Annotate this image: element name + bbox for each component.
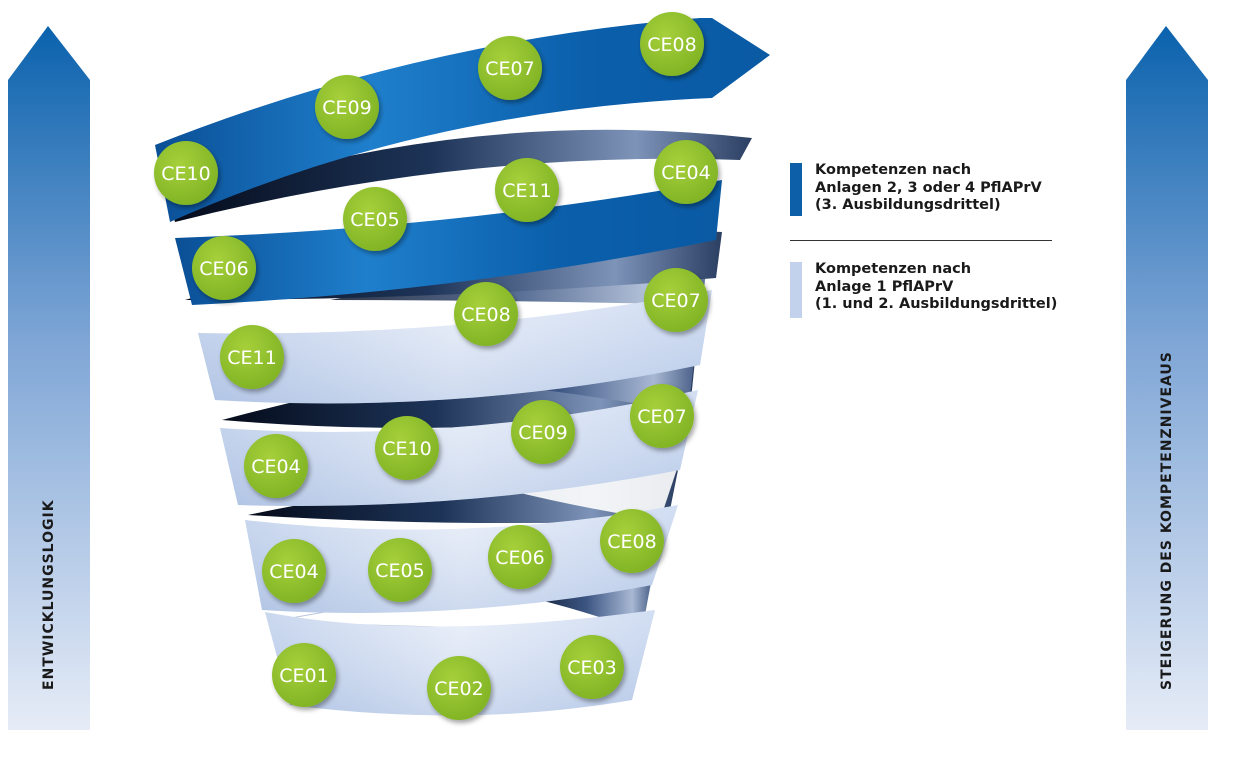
- badge-circle: [375, 416, 439, 480]
- badge-label: CE05: [375, 560, 424, 582]
- inner-surface: [170, 129, 752, 222]
- legend-swatch-dark: [790, 163, 802, 216]
- badge-ce04: CE04: [244, 434, 308, 498]
- badge-label: CE09: [322, 97, 371, 119]
- badge-circle: [560, 635, 624, 699]
- legend-entry-dark: Kompetenzen nach Anlagen 2, 3 oder 4 Pfl…: [815, 162, 1042, 215]
- badge-circle: [478, 36, 542, 100]
- badge-label: CE07: [637, 406, 686, 428]
- badge-label: CE07: [651, 290, 700, 312]
- badge-circle: [654, 140, 718, 204]
- badge-circle: [343, 187, 407, 251]
- badge-label: CE06: [199, 258, 248, 280]
- badge-ce06: CE06: [488, 525, 552, 589]
- legend-line: Kompetenzen nach: [815, 162, 972, 178]
- badge-ce01: CE01: [272, 643, 336, 707]
- badge-ce10: CE10: [375, 416, 439, 480]
- badge-label: CE11: [227, 347, 276, 369]
- badge-ce09: CE09: [511, 400, 575, 464]
- right-arrow-shape: [1126, 26, 1208, 730]
- band-level-7: [155, 18, 770, 222]
- badge-ce02: CE02: [427, 656, 491, 720]
- badge-ce11: CE11: [495, 158, 559, 222]
- badge-circle: [368, 538, 432, 602]
- badge-ce07: CE07: [478, 36, 542, 100]
- badge-ce07: CE07: [644, 268, 708, 332]
- badge-label: CE04: [661, 162, 710, 184]
- badge-label: CE04: [251, 456, 300, 478]
- badge-ce11: CE11: [220, 325, 284, 389]
- badge-ce07: CE07: [630, 384, 694, 448]
- left-arrow-shape: [8, 26, 90, 730]
- badge-circle: [427, 656, 491, 720]
- badge-circle: [454, 282, 518, 346]
- badge-circle: [600, 509, 664, 573]
- legend-divider: [790, 240, 1052, 241]
- spiral-funnel: [155, 18, 770, 716]
- badge-label: CE05: [350, 209, 399, 231]
- badge-circle: [495, 158, 559, 222]
- badge-label: CE07: [485, 58, 534, 80]
- badge-label: CE06: [495, 547, 544, 569]
- badge-ce05: CE05: [343, 187, 407, 251]
- legend-line: (3. Ausbildungsdrittel): [815, 197, 1001, 213]
- badge-label: CE02: [434, 678, 483, 700]
- badge-label: CE04: [269, 561, 318, 583]
- left-arrow-label: ENTWICKLUNGSLOGIK: [41, 499, 57, 690]
- badge-circle: [192, 236, 256, 300]
- badge-label: CE08: [607, 531, 656, 553]
- badge-ce03: CE03: [560, 635, 624, 699]
- badge-circle: [244, 434, 308, 498]
- badge-ce04: CE04: [262, 539, 326, 603]
- badge-label: CE10: [382, 438, 431, 460]
- legend-entry-light: Kompetenzen nach Anlage 1 PflAPrV (1. un…: [815, 261, 1057, 314]
- legend-line: Anlage 1 PflAPrV: [815, 278, 954, 295]
- badge-circle: [272, 643, 336, 707]
- badge-ce06: CE06: [192, 236, 256, 300]
- legend-line: Anlagen 2, 3 oder 4 PflAPrV: [815, 179, 1042, 196]
- badge-circle: [630, 384, 694, 448]
- badge-ce08: CE08: [454, 282, 518, 346]
- badge-label: CE08: [461, 304, 510, 326]
- legend-line: (1. und 2. Ausbildungsdrittel): [815, 296, 1058, 312]
- badge-circle: [488, 525, 552, 589]
- badge-circle: [262, 539, 326, 603]
- badge-label: CE08: [647, 34, 696, 56]
- badge-circle: [511, 400, 575, 464]
- badge-circle: [315, 75, 379, 139]
- badge-layer: CE10CE09CE07CE08CE06CE05CE11CE04CE11CE08…: [154, 12, 718, 720]
- right-arrow-label: STEIGERUNG DES KOMPETENZNIVEAUS: [1159, 351, 1175, 690]
- band-level-6: [175, 180, 722, 305]
- badge-ce10: CE10: [154, 141, 218, 205]
- badge-ce05: CE05: [368, 538, 432, 602]
- badge-circle: [640, 12, 704, 76]
- badge-label: CE11: [502, 180, 551, 202]
- badge-circle: [644, 268, 708, 332]
- badge-ce08: CE08: [600, 509, 664, 573]
- legend-swatch-light: [790, 262, 802, 318]
- badge-label: CE03: [567, 657, 616, 679]
- badge-label: CE10: [161, 163, 210, 185]
- badge-ce04: CE04: [654, 140, 718, 204]
- badge-ce08: CE08: [640, 12, 704, 76]
- badge-ce09: CE09: [315, 75, 379, 139]
- badge-circle: [220, 325, 284, 389]
- badge-label: CE09: [518, 422, 567, 444]
- badge-circle: [154, 141, 218, 205]
- legend-line: Kompetenzen nach: [815, 261, 972, 277]
- badge-label: CE01: [279, 665, 328, 687]
